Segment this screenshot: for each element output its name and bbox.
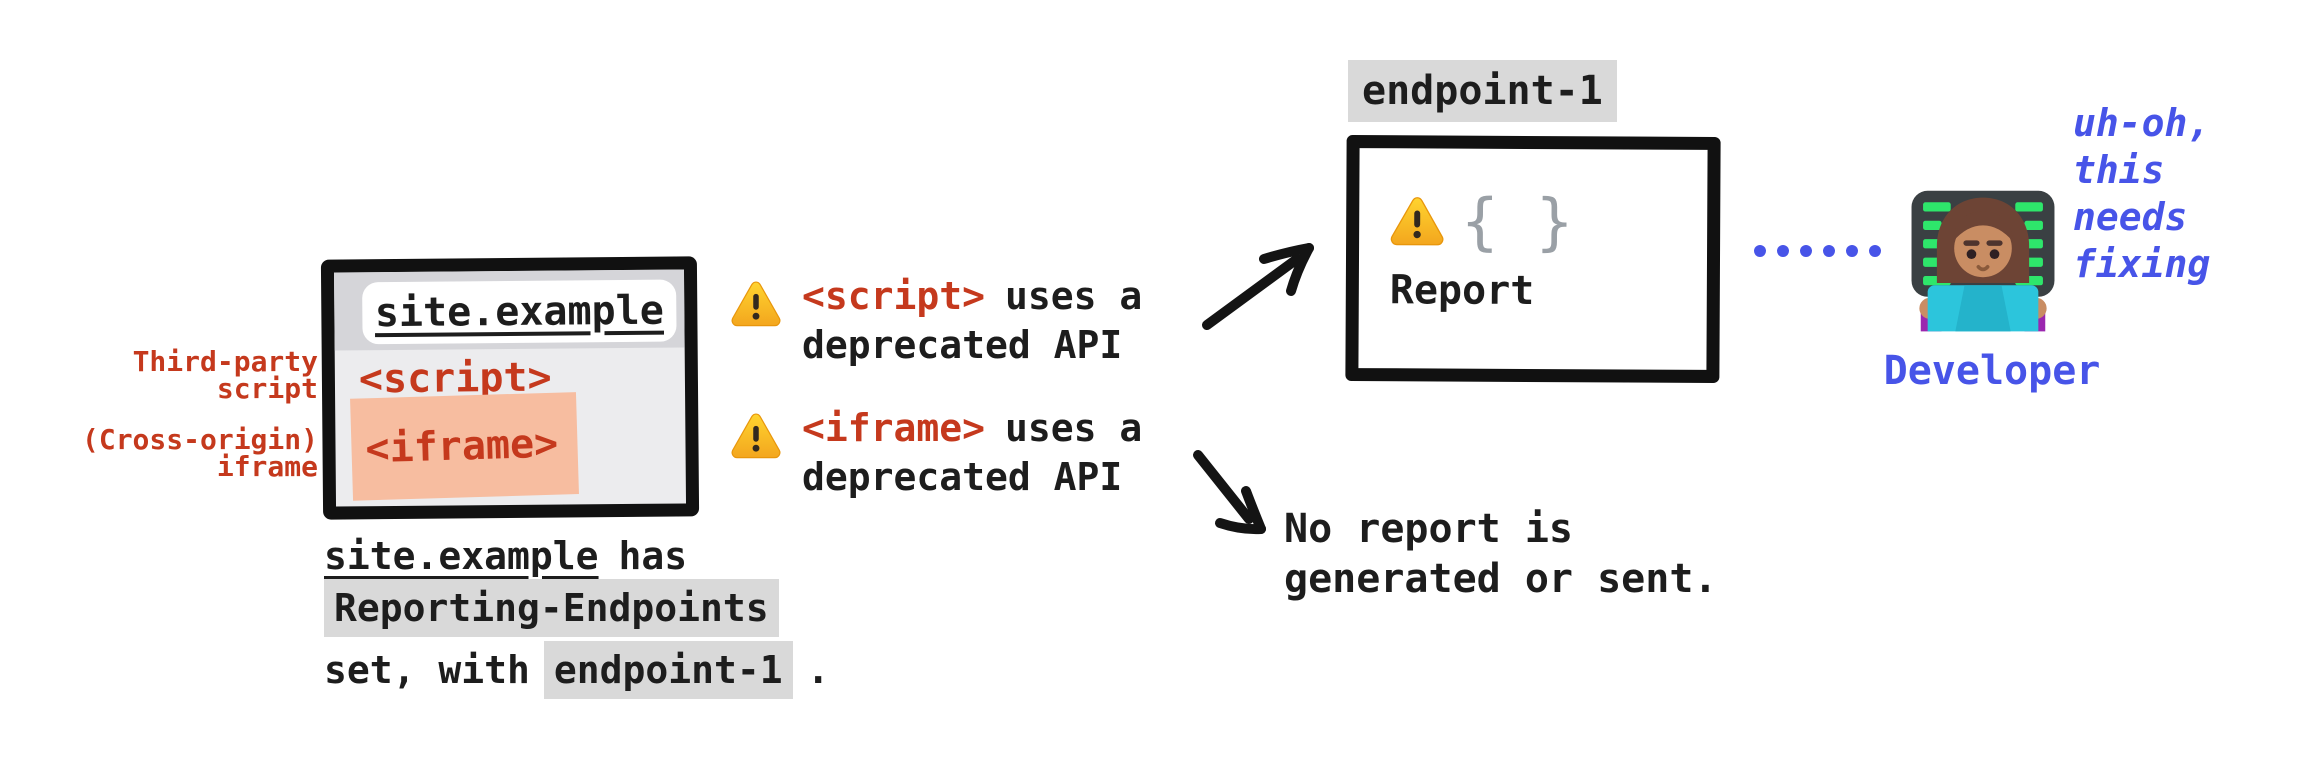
caption-line-3: set, with endpoint-1. [324, 641, 830, 699]
endpoint-label-text: endpoint-1 [1348, 60, 1617, 122]
dot [1869, 245, 1881, 257]
report-label: Report [1389, 267, 1535, 315]
warning-script-tag: <script> [802, 274, 986, 318]
dotted-connector [1754, 245, 1881, 257]
warning-icon [730, 410, 782, 462]
warning-script-row: <script> uses a deprecated API [730, 272, 1142, 370]
thought-line3: needs [2073, 195, 2188, 239]
developer-thought-text: uh-oh, this needs fixing [2073, 100, 2210, 288]
dot [1777, 245, 1789, 257]
third-party-script-label: Third-party script [40, 345, 318, 405]
warning-iframe-tag: <iframe> [802, 406, 986, 450]
developer-label: Developer [1883, 348, 2101, 394]
warning-script-text: <script> uses a deprecated API [802, 272, 1142, 370]
warning-script-suffix: uses a [1005, 274, 1143, 318]
report-row: { } [1389, 184, 1574, 259]
warning-iframe-line2: deprecated API [802, 455, 1123, 499]
iframe-tag-text: <iframe> [364, 420, 559, 473]
address-url: site.example [374, 287, 665, 337]
caption-set-with: set, with [324, 648, 530, 692]
dot [1846, 245, 1858, 257]
warning-script-line1: <script> uses a [802, 272, 1142, 321]
caption-line-1: site.example has [324, 534, 687, 578]
browser-window: site.example <script> <iframe> [320, 256, 700, 520]
caption-has: has [618, 534, 688, 578]
no-report-line2: generated or sent. [1284, 556, 1718, 602]
caption-period: . [806, 648, 830, 692]
endpoint-label: endpoint-1 [1348, 60, 1617, 122]
no-report-text: No report is generated or sent. [1284, 504, 1717, 604]
endpoint-box: { } Report [1345, 135, 1721, 383]
iframe-highlight: <iframe> [350, 392, 579, 501]
warning-iframe-suffix: uses a [1005, 406, 1143, 450]
arrow-to-no-report [1193, 450, 1266, 535]
third-party-label-line1: Third-party [132, 345, 318, 378]
warning-iframe-text: <iframe> uses a deprecated API [802, 404, 1142, 502]
warning-iframe-line1: <iframe> uses a [802, 404, 1142, 453]
cross-origin-label-line1: (Cross-origin) [81, 423, 318, 456]
no-report-line1: No report is [1284, 506, 1573, 552]
woman-technologist-emoji [1911, 190, 2055, 332]
warning-script-line2: deprecated API [802, 323, 1123, 367]
cross-origin-iframe-label: (Cross-origin) iframe [40, 423, 318, 483]
thought-line2: this [2073, 148, 2165, 192]
warning-icon [730, 278, 782, 330]
address-bar: site.example [362, 279, 677, 345]
warning-icon [1389, 193, 1445, 249]
json-braces-icon: { } [1461, 184, 1574, 259]
thought-line1: uh-oh, [2073, 101, 2211, 145]
dot [1800, 245, 1812, 257]
caption-endpoint: endpoint-1 [543, 641, 793, 699]
caption-line-2: Reporting-Endpoints [324, 579, 779, 637]
third-party-label-line2: script [216, 372, 318, 405]
caption-site: site.example [324, 534, 599, 578]
dot [1823, 245, 1835, 257]
arrow-to-endpoint [1202, 243, 1314, 330]
caption-header-name: Reporting-Endpoints [324, 579, 779, 637]
cross-origin-label-line2: iframe [216, 450, 318, 483]
thought-line4: fixing [2073, 242, 2211, 286]
warning-iframe-row: <iframe> uses a deprecated API [730, 404, 1142, 502]
dot [1754, 245, 1766, 257]
